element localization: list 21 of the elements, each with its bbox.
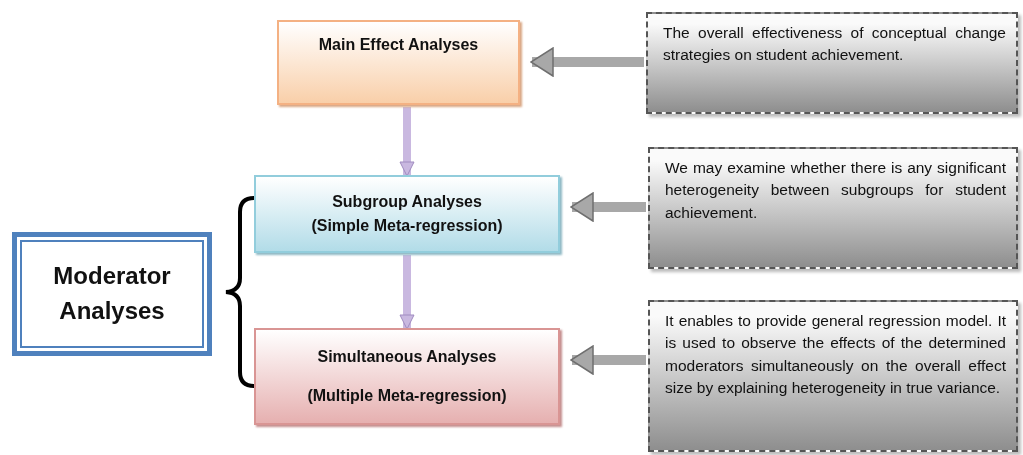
box-label: Moderator Analyses: [52, 261, 172, 326]
process-box: [254, 328, 560, 425]
process-box: [254, 175, 560, 253]
description-text: We may examine whether there is any significant heterogeneity between subgroups for student achievement.: [665, 158, 1007, 223]
arrow: [530, 47, 644, 77]
arrow: [570, 345, 646, 375]
box-label: Subgroup Analyses: [332, 193, 482, 211]
box-label: Simultaneous Analyses: [317, 348, 497, 367]
description-text: The overall effectiveness of conceptual change strategies on student achievement.: [663, 23, 1007, 66]
note-box: [646, 12, 1018, 114]
note-box: [648, 147, 1018, 269]
description-text: It enables to provide general regression model. It is used to observe the effects of the determined moderators simultaneously on the overall effect size by explaining heterogeneity in true variance.: [665, 311, 1007, 399]
category-box: [12, 232, 212, 356]
box-label: Main Effect Analyses: [318, 36, 479, 54]
arrow: [399, 107, 415, 177]
arrow: [399, 255, 415, 330]
arrow: [570, 192, 646, 222]
note-box: [648, 300, 1018, 452]
box-label: (Simple Meta-regression): [311, 217, 503, 235]
process-box: [277, 20, 520, 105]
box-label: (Multiple Meta-regression): [307, 386, 507, 405]
